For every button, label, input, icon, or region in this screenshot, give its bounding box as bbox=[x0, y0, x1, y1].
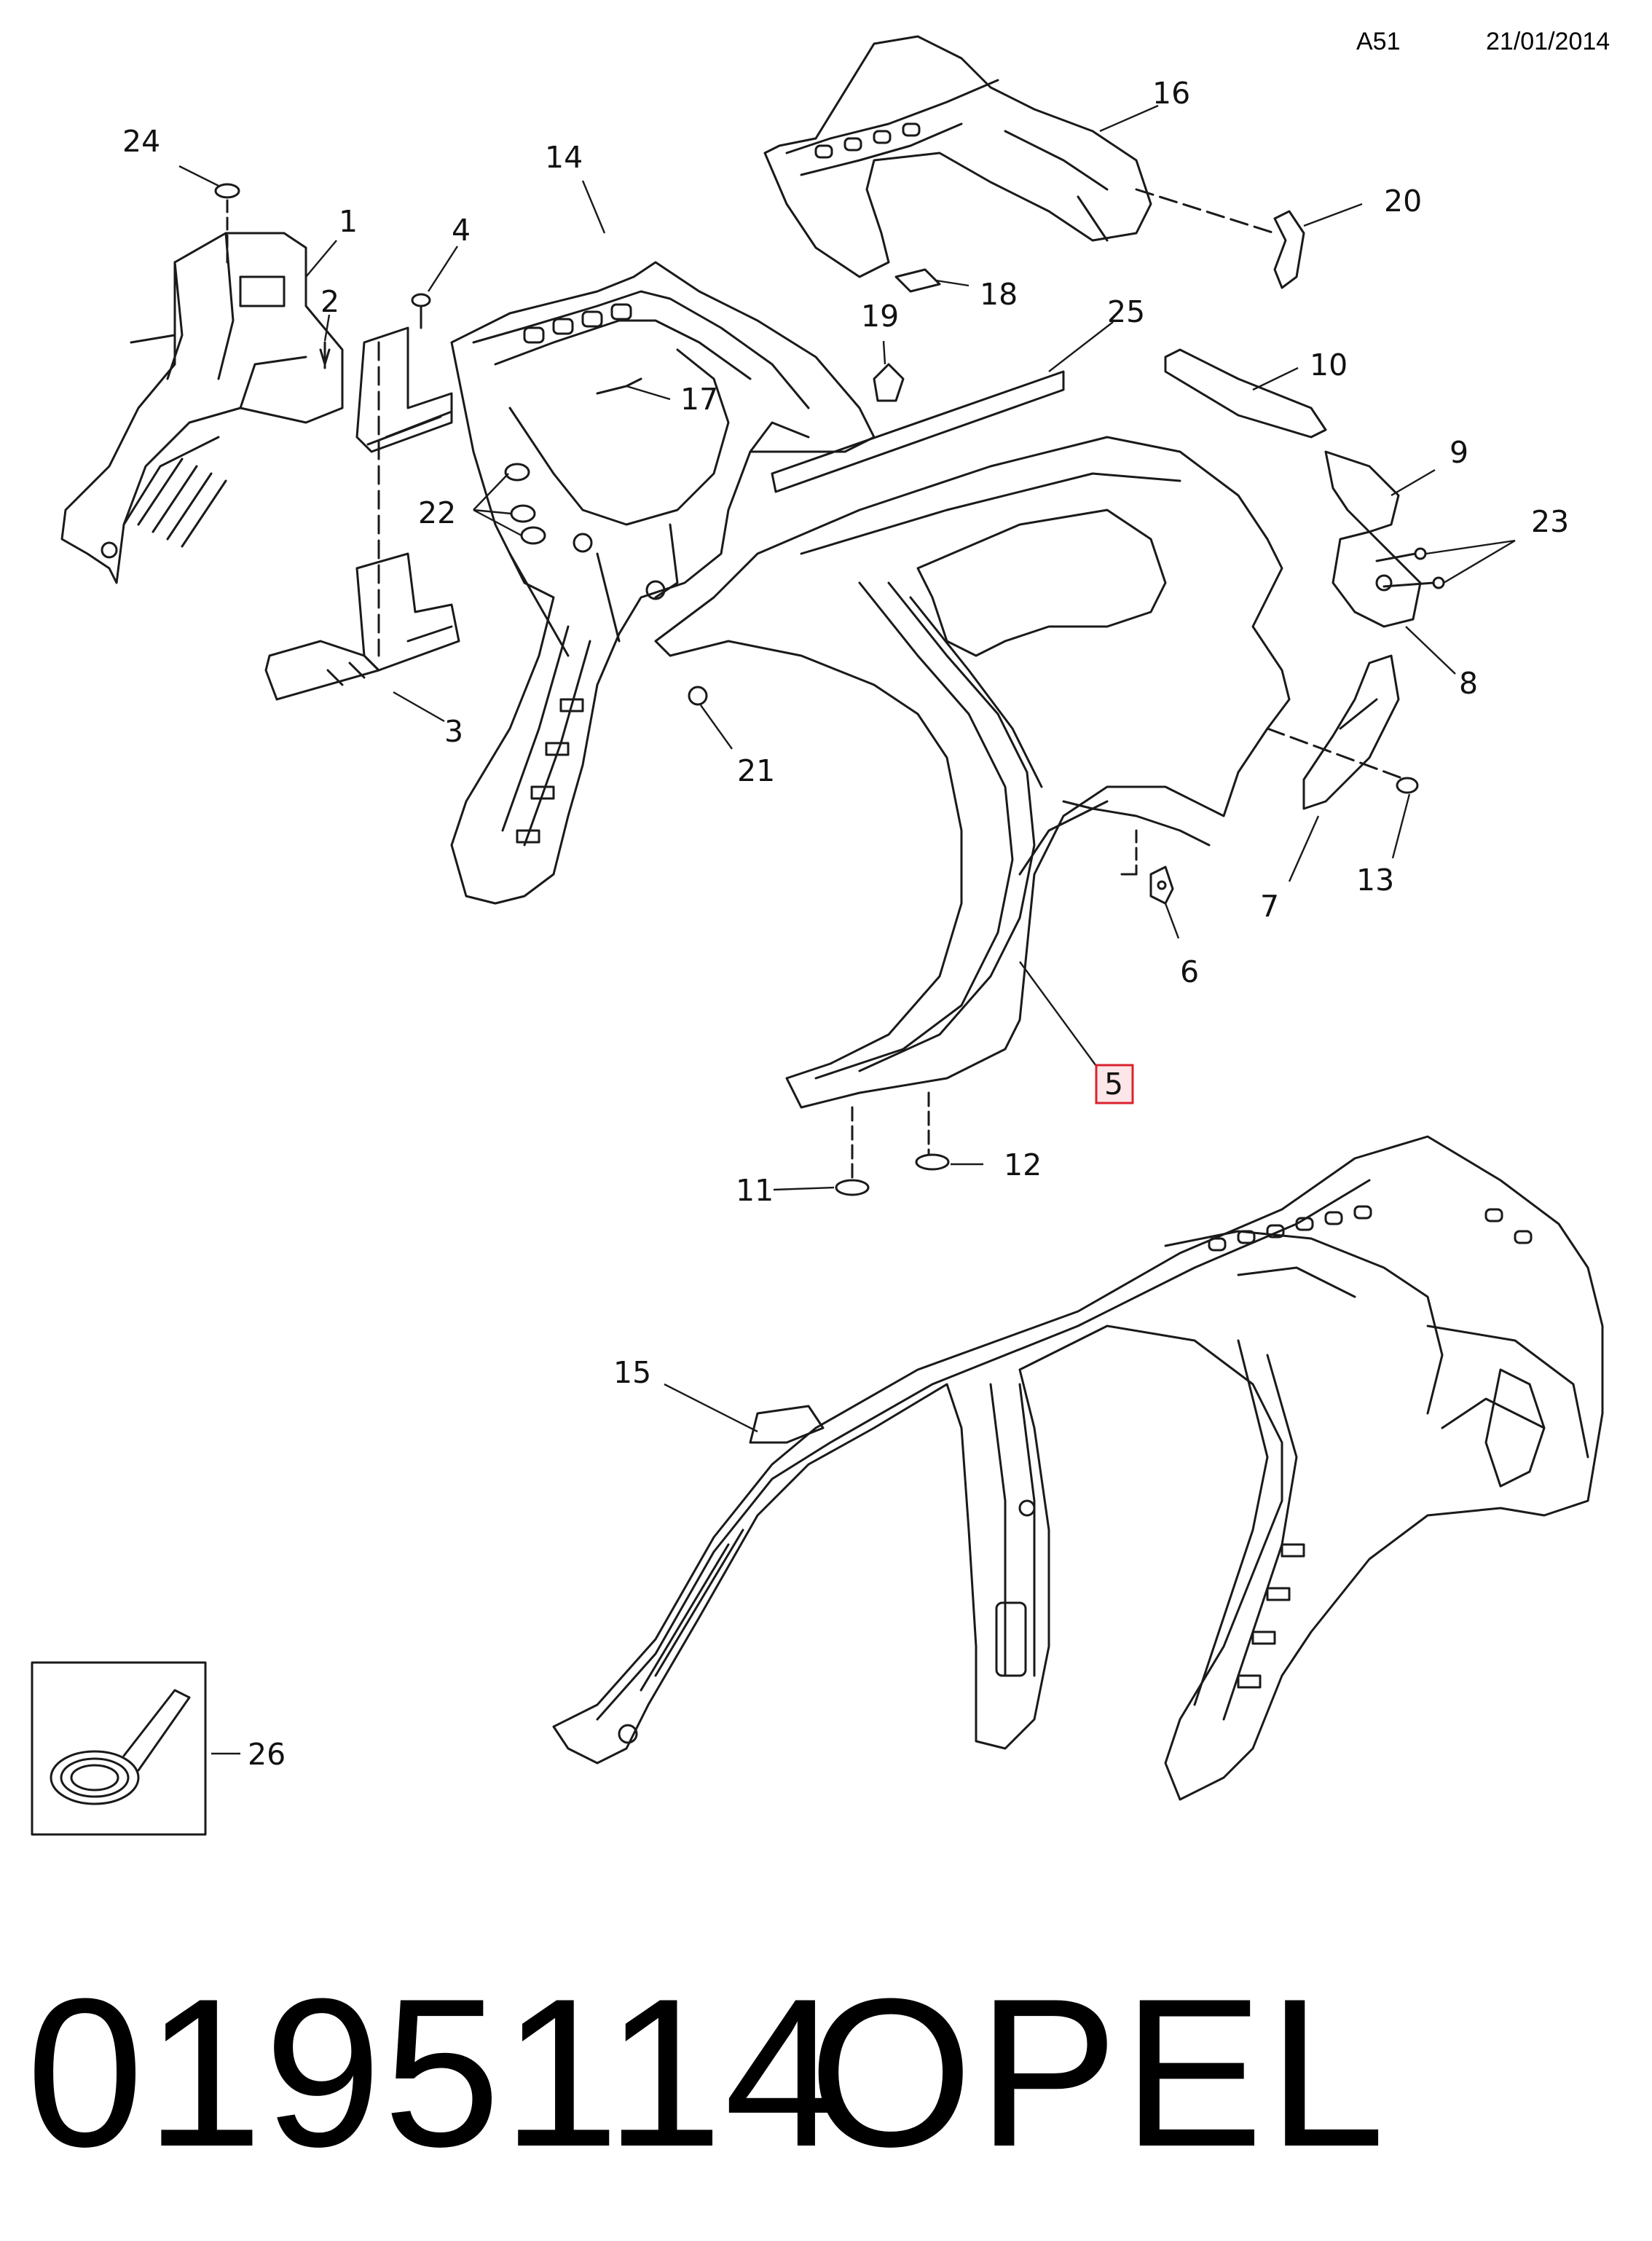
leader-17 bbox=[626, 385, 671, 401]
leader-9 bbox=[1391, 468, 1436, 497]
callout-15: 15 bbox=[613, 1355, 651, 1390]
part-17-clip-drawing bbox=[596, 377, 642, 395]
callout-5-highlight-box bbox=[1095, 1064, 1134, 1104]
part-10-rail-drawing bbox=[1164, 348, 1327, 439]
leader-15 bbox=[664, 1383, 758, 1433]
part-26-inset-drawing bbox=[31, 1661, 207, 1836]
leader-10 bbox=[1252, 366, 1299, 391]
part-6-bracket-drawing bbox=[1149, 866, 1174, 905]
leader-19 bbox=[882, 340, 886, 365]
callout-6: 6 bbox=[1180, 954, 1199, 989]
leader-18 bbox=[935, 279, 969, 287]
footer-brand: OPEL bbox=[809, 1955, 1390, 2191]
leader-4 bbox=[427, 246, 459, 292]
part-23-fasteners-drawing bbox=[1375, 547, 1445, 589]
part-16-rear-rail-drawing bbox=[763, 35, 1152, 278]
leader-14 bbox=[581, 180, 606, 234]
part-1-inner-bracket-drawing bbox=[60, 232, 344, 584]
footer-part-number: 0195114 bbox=[26, 1955, 843, 2191]
leader-7 bbox=[1288, 815, 1320, 882]
part-19-clip-drawing bbox=[873, 363, 905, 402]
part-3-bracket-drawing bbox=[264, 552, 460, 701]
callout-21: 21 bbox=[737, 753, 775, 788]
diagram-code: A51 bbox=[1356, 28, 1401, 55]
callout-4: 4 bbox=[452, 213, 471, 248]
callout-25: 25 bbox=[1107, 294, 1145, 329]
leader-16 bbox=[1099, 104, 1159, 133]
part-12-plate-drawing bbox=[915, 1153, 950, 1171]
part-24-plug-drawing bbox=[214, 183, 240, 199]
leader-11 bbox=[773, 1186, 835, 1191]
part-9-bracket-drawing bbox=[1324, 450, 1400, 533]
callout-3: 3 bbox=[444, 714, 463, 749]
part-25-seal-drawing bbox=[771, 370, 1065, 493]
callout-11: 11 bbox=[736, 1173, 774, 1208]
leader-20 bbox=[1303, 203, 1363, 227]
leader-13 bbox=[1391, 793, 1411, 859]
leader-8 bbox=[1405, 626, 1456, 675]
callout-18: 18 bbox=[980, 277, 1018, 312]
leader-3 bbox=[393, 691, 445, 723]
leader-1 bbox=[305, 240, 337, 278]
callout-12: 12 bbox=[1004, 1147, 1042, 1182]
part-22-plugs-drawing bbox=[504, 463, 546, 545]
callout-14: 14 bbox=[545, 140, 583, 175]
part-5-quarter-panel-drawing bbox=[654, 436, 1291, 1109]
part-21-grommet-drawing bbox=[688, 686, 708, 706]
callout-26: 26 bbox=[248, 1737, 286, 1772]
part-11-plate-drawing bbox=[835, 1179, 870, 1196]
callout-19: 19 bbox=[861, 299, 899, 334]
part-18-clip-drawing bbox=[894, 268, 941, 293]
callout-10: 10 bbox=[1310, 348, 1348, 382]
callout-7: 7 bbox=[1260, 889, 1279, 924]
part-20-clip-drawing bbox=[1273, 210, 1305, 289]
callout-20: 20 bbox=[1384, 184, 1422, 219]
callout-2: 2 bbox=[320, 284, 339, 319]
part-7-bracket-drawing bbox=[1302, 654, 1400, 810]
leader-21 bbox=[700, 705, 733, 750]
part-15-side-frame-drawing bbox=[552, 1135, 1604, 1801]
callout-23: 23 bbox=[1531, 504, 1569, 539]
callout-17: 17 bbox=[680, 382, 718, 417]
callout-22: 22 bbox=[418, 495, 456, 530]
leader-22 bbox=[473, 473, 522, 537]
part-8-bracket-drawing bbox=[1332, 530, 1422, 628]
part-13-plug-drawing bbox=[1396, 777, 1419, 794]
diagram-date: 21/01/2014 bbox=[1486, 28, 1610, 55]
leader-23 bbox=[1425, 539, 1516, 584]
callout-1: 1 bbox=[339, 204, 358, 239]
leader-2 bbox=[323, 314, 331, 342]
leader-25 bbox=[1048, 321, 1114, 372]
callout-5: 5 bbox=[1104, 1067, 1123, 1102]
callout-13: 13 bbox=[1356, 863, 1394, 898]
leader-24 bbox=[178, 165, 219, 187]
leader-5 bbox=[1019, 961, 1101, 1072]
part-14-inner-frame-drawing bbox=[450, 261, 876, 905]
part-4-bracket-drawing bbox=[355, 293, 453, 453]
callout-16: 16 bbox=[1152, 76, 1190, 111]
callout-24: 24 bbox=[122, 124, 160, 159]
callout-8: 8 bbox=[1459, 666, 1478, 701]
part-2-clip-drawing bbox=[319, 341, 331, 369]
leader-6 bbox=[1164, 903, 1180, 939]
callout-9: 9 bbox=[1450, 435, 1468, 470]
